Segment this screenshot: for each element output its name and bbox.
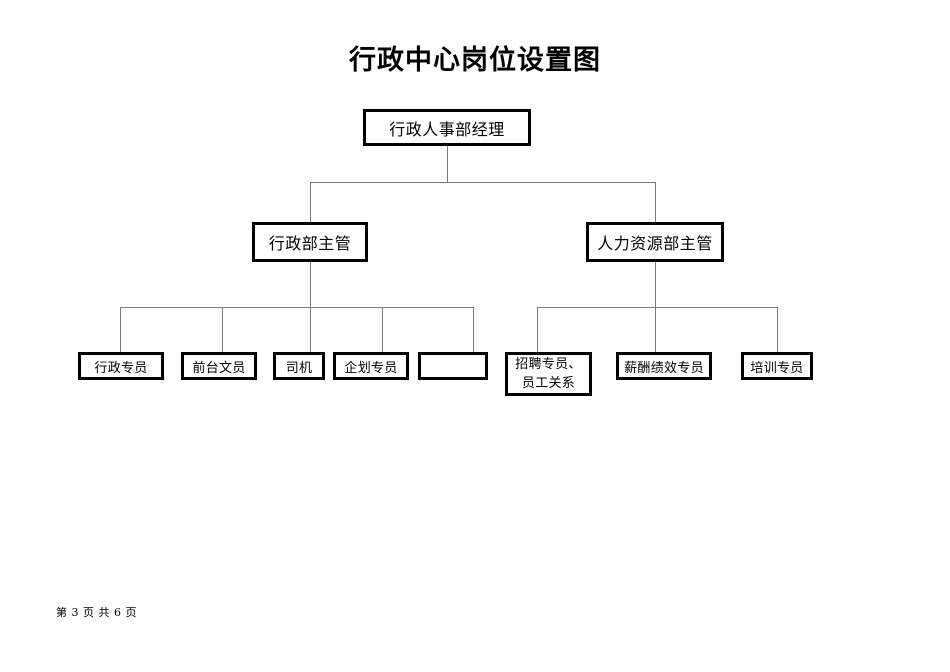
connector-branch_right-bus	[537, 307, 777, 308]
page-title: 行政中心岗位设置图	[349, 45, 601, 76]
node-driver: 司机	[273, 352, 325, 380]
node-training-specialist: 培训专员	[741, 352, 813, 380]
connector-branch_left-drop-3	[382, 307, 383, 352]
connector-branch_left-drop-0	[120, 307, 121, 352]
node-compensation-performance-specialist-label: 薪酬绩效专员	[624, 360, 704, 376]
node-admin-specialist: 行政专员	[78, 352, 164, 380]
node-admin-dept-supervisor: 行政部主管	[252, 222, 368, 262]
connector-branch_left-drop-1	[222, 307, 223, 352]
node-recruiting-and-employee-relations: 招聘专员、 员工关系	[505, 352, 592, 396]
node-root-label: 行政人事部经理	[389, 119, 505, 139]
connector-branch_right-drop-1	[655, 307, 656, 352]
node-planning-specialist-label: 企划专员	[344, 360, 398, 376]
connector-branch_right-stem	[655, 262, 656, 307]
connector-level2-bus	[310, 182, 655, 183]
node-admin-dept-supervisor-label: 行政部主管	[268, 234, 352, 253]
node-admin-specialist-label: 行政专员	[94, 360, 148, 376]
connector-branch_left-stem	[310, 262, 311, 307]
node-planning-specialist: 企划专员	[333, 352, 409, 380]
node-compensation-performance-specialist: 薪酬绩效专员	[616, 352, 712, 380]
node-hr-dept-supervisor-label: 人力资源部主管	[597, 234, 713, 253]
connector-branch_left-drop-4	[473, 307, 474, 352]
node-driver-label: 司机	[285, 360, 313, 376]
connector-level2-drop-1	[655, 182, 656, 222]
node-front-desk-clerk: 前台文员	[181, 352, 257, 380]
node-hr-dept-supervisor: 人力资源部主管	[586, 222, 724, 262]
connector-branch_right-drop-0	[537, 307, 538, 352]
node-root: 行政人事部经理	[363, 109, 531, 146]
connector-level2-drop-0	[310, 182, 311, 222]
connector-branch_right-drop-2	[777, 307, 778, 352]
connector-branch_left-drop-2	[310, 307, 311, 352]
page-footer: 第 3 页 共 6 页	[56, 606, 137, 619]
node-training-specialist-label: 培训专员	[750, 360, 804, 376]
connector-branch_left-bus	[120, 307, 473, 308]
node-vacant-position	[418, 352, 488, 380]
node-recruiting-and-employee-relations-label: 招聘专员、 员工关系	[515, 357, 582, 391]
node-front-desk-clerk-label: 前台文员	[192, 360, 246, 376]
connector-root-stem	[447, 146, 448, 182]
